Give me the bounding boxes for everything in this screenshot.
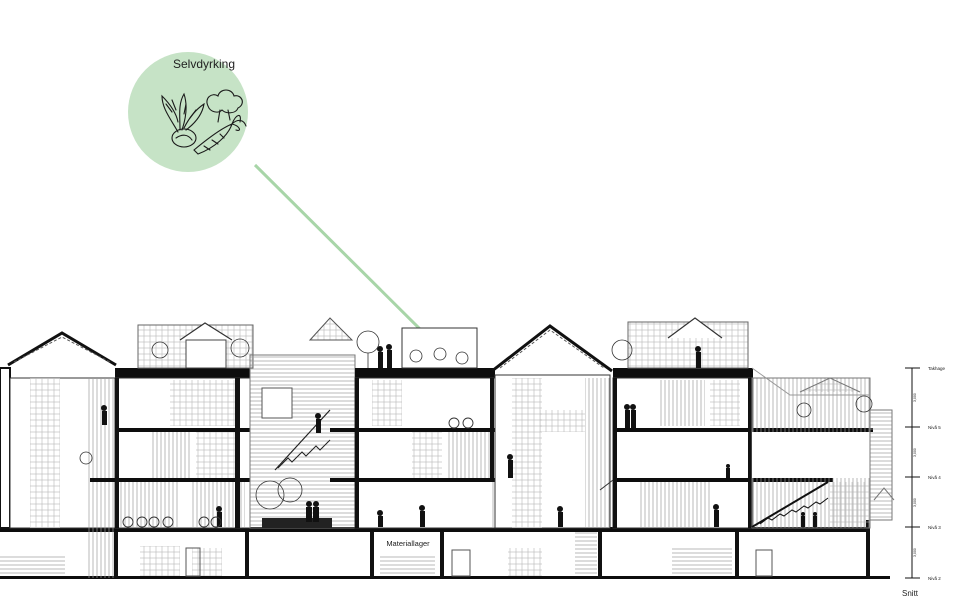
- level-scale: Takhage Nivå 5 Nivå 4 Nivå 3 Nivå 2 3,00…: [905, 366, 946, 581]
- level-dimension: 3,000: [913, 498, 917, 507]
- ground-line: [0, 576, 890, 579]
- structure: [0, 317, 895, 579]
- level-label: Nivå 4: [928, 474, 941, 480]
- callout-title: Selvdyrking: [173, 57, 235, 71]
- level-dimension: 3,000: [913, 448, 917, 457]
- level-label: Nivå 3: [928, 524, 941, 530]
- basement-slab: [0, 527, 870, 532]
- room-label-storage: Materiallager: [386, 539, 430, 548]
- bicycles: [122, 417, 474, 528]
- plants: [79, 330, 873, 510]
- section-label: Snitt: [902, 589, 919, 598]
- level-label: Nivå 2: [928, 575, 941, 581]
- level-label: Nivå 5: [928, 424, 941, 430]
- callout: Selvdyrking: [128, 52, 438, 347]
- level-dimension: 3,000: [913, 548, 917, 557]
- vegetables-icon: [161, 89, 247, 155]
- level-label: Takhage: [928, 366, 946, 371]
- level-dimension: 3,000: [913, 393, 917, 402]
- callout-leader-line: [253, 163, 438, 347]
- figures: [101, 344, 817, 527]
